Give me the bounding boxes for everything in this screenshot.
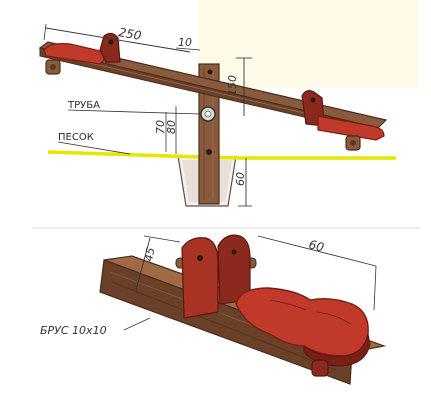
sand-line (47, 150, 396, 160)
post-bolt-upper (207, 69, 213, 75)
pipe-label: ТРУБА (67, 100, 100, 111)
perspective-detail: 45 60 БРУС 10x10 (40, 234, 387, 385)
left-handle (99, 32, 121, 63)
side-elevation: 250 10 150 ТРУБА ПЕСОК 70 80 60 (38, 23, 396, 207)
support-block-back (217, 234, 251, 305)
dim-60-text: 60 (307, 237, 326, 254)
dim-45-text: 45 (142, 246, 157, 262)
sand-label: ПЕСОК (58, 132, 94, 143)
right-seat (317, 115, 385, 141)
left-seat (43, 43, 105, 65)
dim-150-text: 150 (226, 75, 239, 96)
background-panel (198, 0, 418, 88)
beam-label: БРУС 10x10 (40, 324, 107, 337)
dim-250-text: 250 (117, 25, 142, 43)
dim-250-line (45, 27, 191, 53)
support-block-front (181, 237, 219, 319)
dim-70-text: 70 (154, 120, 167, 134)
bottom-bumper (311, 359, 329, 377)
dim-10-text: 10 (178, 36, 192, 49)
dim-depth-text: 60 (234, 172, 247, 186)
dim-45-line (135, 237, 151, 291)
post-bolt-lower (206, 149, 212, 155)
dim-80-text: 80 (165, 120, 178, 134)
dim-60-line (257, 235, 377, 267)
